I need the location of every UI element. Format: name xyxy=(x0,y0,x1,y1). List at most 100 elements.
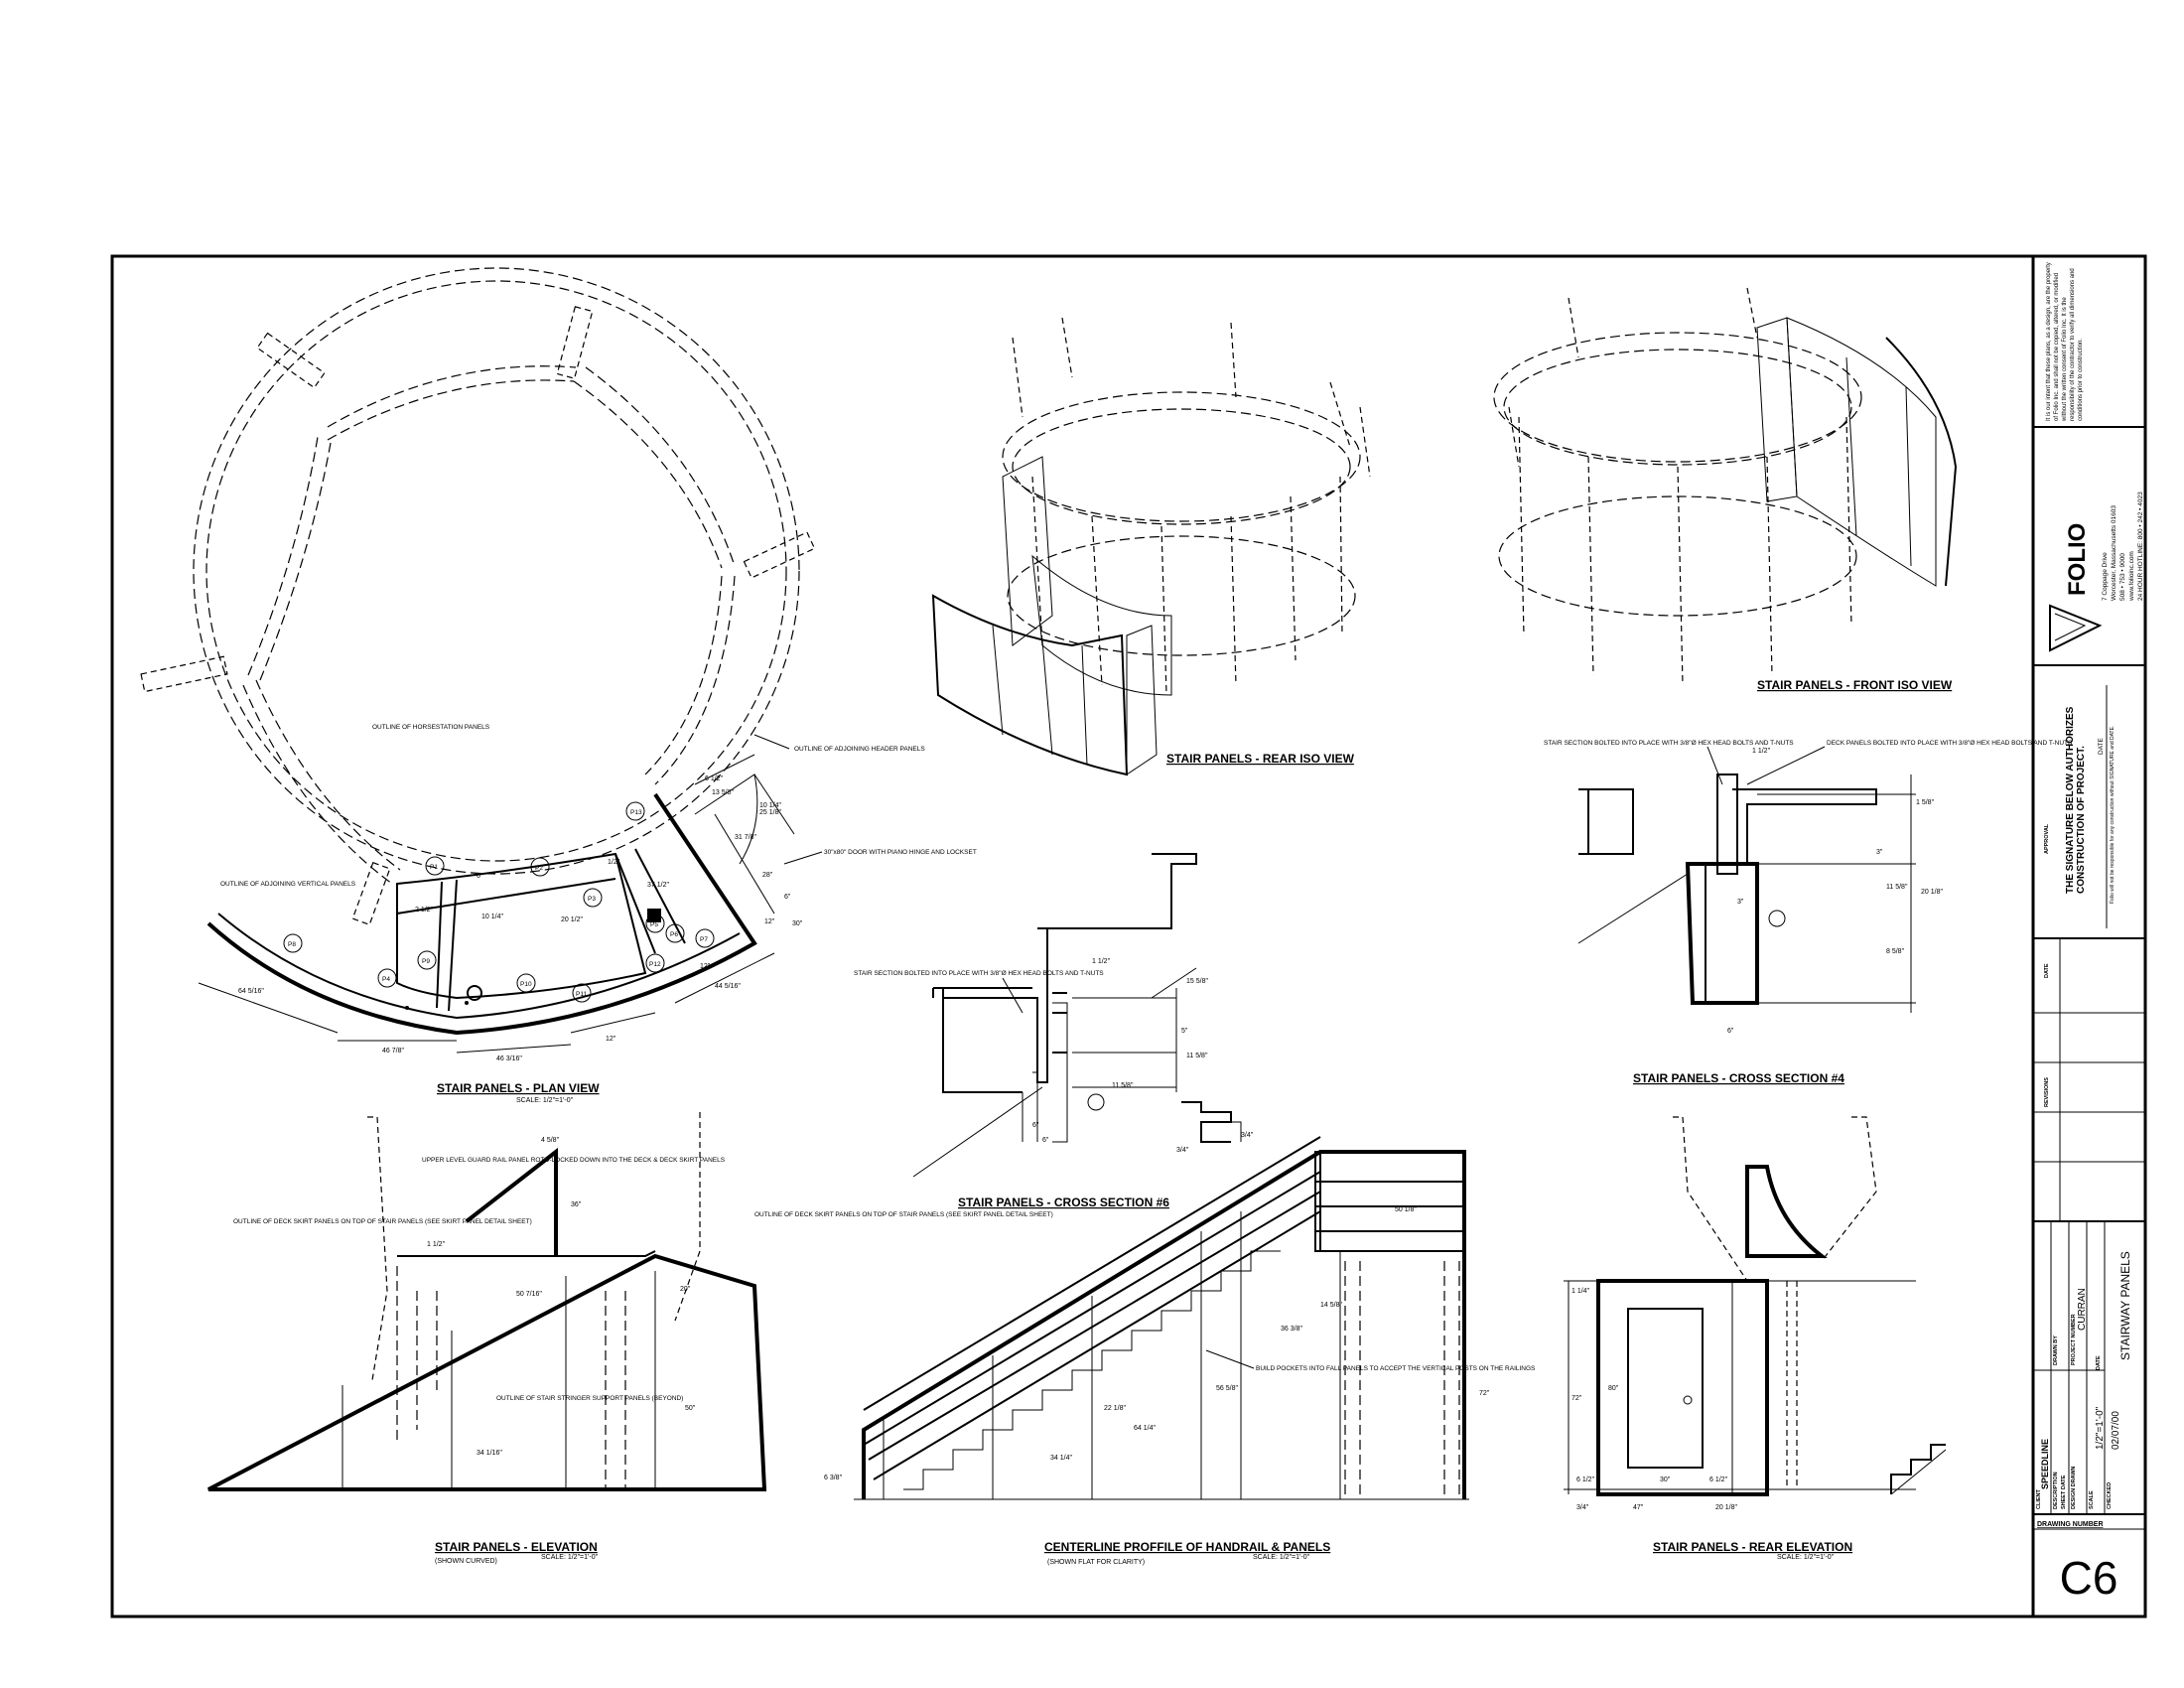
dim-prof-c: 36 3/8" xyxy=(1281,1326,1302,1333)
sheet-border xyxy=(110,254,2147,1618)
dim-rear-i: 20 1/8" xyxy=(1715,1504,1737,1511)
tag-p10: P10 xyxy=(520,981,532,988)
dim-c4-e: 20 1/8" xyxy=(1921,889,1943,896)
revision-date-column: DATE xyxy=(2044,963,2050,978)
horsestation-outline-outer xyxy=(193,267,800,875)
column-marker xyxy=(467,985,482,1001)
tag-p11: P11 xyxy=(576,991,587,998)
dim-c6-a: 1 1/2" xyxy=(1092,958,1111,965)
profile-subtitle: (SHOWN FLAT FOR CLARITY) xyxy=(1047,1559,1145,1566)
dim-plan-10: 10 1/4" xyxy=(481,914,503,920)
note-stringer: OUTLINE OF STAIR STRINGER SUPPORT PANELS… xyxy=(496,1395,683,1402)
header-panel-arc-3 xyxy=(654,575,736,785)
dim-elev-e: 20" xyxy=(680,1286,691,1293)
note-skirt-right: OUTLINE OF DECK SKIRT PANELS ON TOP OF S… xyxy=(754,1211,1053,1218)
profile-scale: SCALE: 1/2"=1'-0" xyxy=(1253,1554,1310,1561)
dim-c6-g: 6" xyxy=(1042,1137,1049,1144)
dim-plan-19: 6" xyxy=(784,894,791,901)
date-label-2: DATE xyxy=(2096,1355,2102,1370)
dim-plan-6: 12" xyxy=(700,963,711,970)
note-pockets: BUILD POCKETS INTO FALL PANELS TO ACCEPT… xyxy=(1256,1365,1536,1372)
tag-p8: P8 xyxy=(288,941,296,948)
dim-prof-g: 34 1/4" xyxy=(1050,1455,1072,1462)
company-name: FOLIO xyxy=(2064,523,2091,596)
elevation-title: STAIR PANELS - ELEVATION xyxy=(435,1540,598,1554)
address-line-2: Worcester, Massachusetts 01603 xyxy=(2111,505,2117,601)
rear-iso-view-title: STAIR PANELS - REAR ISO VIEW xyxy=(1166,752,1355,766)
stair-panel-outer-edge xyxy=(206,792,757,1036)
plan-view: P8 P1 P2 P3 P13 P5 P6 P7 P9 P10 P11 P12 … xyxy=(140,267,977,1104)
elevation-scale: SCALE: 1/2"=1'-0" xyxy=(541,1554,599,1561)
dim-elev-a: 4 5/8" xyxy=(541,1137,560,1144)
dim-plan-21: 28" xyxy=(762,872,773,879)
door-swing xyxy=(694,774,758,865)
cross6-title: STAIR PANELS - CROSS SECTION #6 xyxy=(958,1196,1169,1209)
design-label: DESIGN DRAWN xyxy=(2071,1467,2077,1509)
dim-c4-h: 6" xyxy=(1727,1028,1734,1035)
dim-plan-5: 44 5/16" xyxy=(715,983,741,990)
dim-c4-a: 1 1/2" xyxy=(1752,748,1771,755)
dim-prof-h: 6 3/8" xyxy=(824,1475,843,1481)
dim-plan-11: 20 1/2" xyxy=(561,916,583,923)
phone: 508 • 753 • 9000 xyxy=(2119,553,2126,601)
sheet-number: C6 xyxy=(2060,1552,2118,1604)
header-panel-arc-4 xyxy=(247,436,319,676)
dim-plan-17: 25 1/8" xyxy=(759,809,781,816)
rear-elevation: 1 1/4" 72" 80" 6 1/2" 30" 6 1/2" 3/4" 47… xyxy=(1564,1116,1947,1561)
dim-elev-b: 1 1/2" xyxy=(427,1241,446,1248)
dim-c4-d: 11 5/8" xyxy=(1886,884,1908,891)
drawing-number-label: DRAWING NUMBER xyxy=(2037,1521,2104,1528)
dim-elev-g: 50" xyxy=(685,1405,696,1412)
signature-statement: THE SIGNATURE BELOW AUTHORIZES CONSTRUCT… xyxy=(2065,706,2087,894)
hotline: 24 HOUR HOTLINE: 800 • 242 • 4023 xyxy=(2137,492,2144,601)
tag-p3: P3 xyxy=(588,896,596,903)
note-skirt-left: OUTLINE OF DECK SKIRT PANELS ON TOP OF S… xyxy=(233,1218,532,1225)
dim-rear-b: 72" xyxy=(1571,1395,1582,1402)
client-value: SPEEDLINE xyxy=(2040,1439,2050,1489)
tag-p12: P12 xyxy=(649,961,661,968)
dim-plan-18: 10 1/4" xyxy=(759,802,781,809)
stair-panel-inner-edge xyxy=(217,913,741,1020)
front-iso-view-title: STAIR PANELS - FRONT ISO VIEW xyxy=(1757,678,1953,692)
dim-c6-f: 6" xyxy=(1032,1122,1039,1129)
note-horsestation: OUTLINE OF HORSESTATION PANELS xyxy=(372,724,490,731)
tag-p4: P4 xyxy=(382,976,390,983)
sheet-date-label: SHEET DATE xyxy=(2061,1475,2067,1509)
dim-prof-e: 22 1/8" xyxy=(1104,1405,1126,1412)
tag-p2: P2 xyxy=(535,865,543,872)
client-label: CLIENT xyxy=(2036,1489,2042,1510)
plan-dimensions xyxy=(198,754,795,1054)
note-deck-bolted: DECK PANELS BOLTED INTO PLACE WITH 3/8"Ø… xyxy=(1827,740,2073,747)
tag-p9: P9 xyxy=(422,958,430,965)
dim-c6-i: 3/4" xyxy=(1241,1132,1254,1139)
disclaimer-text: It is our intent that these plans, as a … xyxy=(2046,262,2084,421)
dim-rear-f: 6 1/2" xyxy=(1709,1477,1728,1483)
header-panel-arc-5 xyxy=(242,684,393,885)
dim-plan-20: 30" xyxy=(792,920,803,927)
dim-c4-c: 3" xyxy=(1876,849,1883,856)
header-panel-arc-1 xyxy=(327,365,577,428)
project-number-label: PROJECT NUMBER xyxy=(2071,1314,2077,1365)
rear-elev-scale: SCALE: 1/2"=1'-0" xyxy=(1777,1554,1835,1561)
panel-tags xyxy=(283,801,715,1003)
sheet-title: STAIRWAY PANELS xyxy=(2118,1251,2132,1360)
note-vertical: OUTLINE OF ADJOINING VERTICAL PANELS xyxy=(220,881,356,888)
dim-plan-4: 12" xyxy=(606,1036,616,1043)
dim-plan-7: 6" xyxy=(477,873,483,880)
dim-rear-g: 3/4" xyxy=(1576,1504,1589,1511)
header-panel-arc-2 xyxy=(585,366,736,567)
note-header: OUTLINE OF ADJOINING HEADER PANELS xyxy=(794,746,925,753)
dim-c4-g: 3" xyxy=(1737,899,1744,906)
dim-rear-a: 1 1/4" xyxy=(1571,1288,1590,1295)
dim-plan-15: 6 1/2" xyxy=(705,775,724,782)
post-group xyxy=(140,306,816,926)
note-stair-bolted-4: STAIR SECTION BOLTED INTO PLACE WITH 3/8… xyxy=(1544,740,1794,747)
drawn-by-label: DRAWN BY xyxy=(2053,1336,2059,1365)
dim-c6-d: 11 5/8" xyxy=(1186,1053,1208,1059)
tag-p1: P1 xyxy=(430,864,438,871)
dim-plan-3: 46 3/16" xyxy=(496,1055,522,1062)
dim-plan-2: 46 7/8" xyxy=(382,1048,404,1055)
approval-fine-print: Folio will not be responsible for any co… xyxy=(2110,725,2116,904)
website: www.folioinc.com xyxy=(2128,551,2135,602)
